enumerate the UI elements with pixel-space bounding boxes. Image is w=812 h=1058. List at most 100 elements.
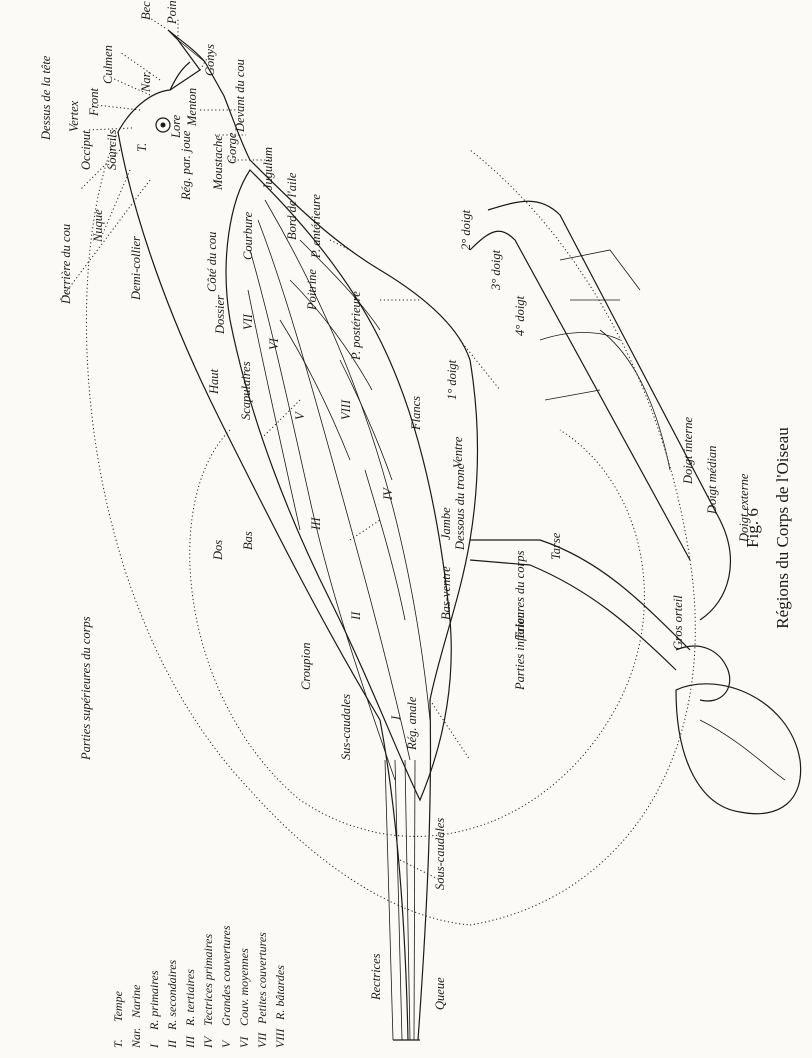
label-doigt-2: 2° doigt [459, 209, 473, 250]
label-dessous-du-tronc: Dessous du tronc [453, 463, 467, 551]
label-doigt-median: Doigt médian [705, 446, 719, 515]
legend-text: R. bâtardes [273, 965, 287, 1021]
label-rectrices: Rectrices [369, 953, 383, 1001]
label-pointe: Pointe [165, 0, 179, 25]
label-gorge: Gorge [225, 132, 239, 164]
label-haut: Haut [207, 368, 221, 395]
legend-key: VII [255, 1032, 269, 1048]
label-poitrine: Poitrine [305, 269, 319, 311]
label-remiges-batardes: VIII [339, 399, 353, 420]
label-remiges-tertiaires: III [309, 517, 323, 531]
legend-key: Nar. [129, 1028, 143, 1049]
branch [470, 201, 801, 813]
legend-item: IV Tectrices primaires [201, 934, 215, 1049]
legend-item: I R. primaires [147, 970, 161, 1049]
legend-text: Tectrices primaires [201, 934, 215, 1026]
leader-lines [60, 18, 500, 880]
legend-key: IV [201, 1035, 215, 1049]
label-courbure: Courbure [241, 211, 255, 260]
label-scapulaires: Scapulaires [239, 361, 253, 420]
label-gros-orteil: Gros orteil [671, 595, 685, 650]
legend-item: T. Tempe [111, 990, 125, 1048]
legend-key: II [165, 1039, 179, 1049]
label-gonys: Gonys [203, 44, 217, 76]
label-couv-moyennes: VI [267, 337, 281, 350]
label-reg-par-joue: Rég. par. joue [179, 130, 193, 201]
label-front: Front [87, 87, 101, 117]
label-flancs: Flancs [409, 396, 423, 431]
label-moustache: Moustache [211, 135, 225, 191]
label-nuque: Nuque [91, 209, 105, 243]
lower-parts-boundary [470, 150, 695, 925]
label-nar: Nar. [139, 71, 153, 93]
label-t: T. [135, 143, 149, 152]
label-doigt-externe: Doigt externe [737, 473, 751, 543]
label-menton: Menton [185, 88, 199, 127]
label-sous-caudales: Sous-caudales [433, 818, 447, 890]
label-doigt-3: 3° doigt [489, 249, 503, 291]
label-petites-couvertures: VII [241, 313, 255, 330]
label-parties-superieures: Parties supérieures du corps [79, 616, 93, 761]
legend-item: III R. tertiaires [183, 969, 197, 1049]
legend-item: VIII R. bâtardes [273, 965, 287, 1048]
legend-key: T. [111, 1039, 125, 1048]
region-labels: Bec Pointe Culmen Gonys Nar. Menton Deva… [39, 0, 751, 1010]
label-bas: Bas [241, 531, 255, 550]
label-grandes-couvertures: V [293, 411, 307, 420]
label-talon: Talon [513, 612, 527, 640]
legend-item: Nar. Narine [129, 984, 143, 1049]
label-bec: Bec [139, 1, 153, 20]
upper-parts-boundary [86, 132, 470, 925]
label-occiput: Occiput [79, 130, 93, 170]
legend-item: VII Petites couvertures [255, 932, 269, 1048]
legend-text: Narine [129, 984, 143, 1019]
legend-key: VI [237, 1036, 251, 1048]
legend-item: II R. secondaires [165, 959, 179, 1049]
legend-item: VI Couv. moyennes [237, 948, 251, 1048]
label-dessus-de-la-tete: Dessus de la tête [39, 55, 53, 141]
label-devant-du-cou: Devant du cou [233, 59, 247, 133]
label-sus-caudales: Sus-caudales [339, 694, 353, 760]
legend-text: Petites couvertures [255, 932, 269, 1025]
legend-key: I [147, 1043, 161, 1049]
label-tectrices-primaires: IV [381, 487, 395, 501]
label-remiges-primaires: I [389, 715, 403, 721]
legend-item: V Grandes couvertures [219, 925, 233, 1048]
legend-text: R. secondaires [165, 959, 179, 1031]
label-croupion: Croupion [299, 643, 313, 690]
legend-text: R. tertiaires [183, 969, 197, 1027]
label-doigt-1: 1° doigt [445, 359, 459, 400]
label-sourcils: Sourcils [105, 129, 119, 170]
label-vertex: Vertex [67, 100, 81, 132]
label-jambe: Jambe [439, 507, 453, 540]
legend-key: V [219, 1039, 233, 1048]
label-doigt-4: 4° doigt [513, 295, 527, 336]
legend-text: Couv. moyennes [237, 948, 251, 1026]
label-p-anterieure: P. antérieure [309, 194, 323, 259]
legend-text: Grandes couvertures [219, 925, 233, 1026]
label-culmen: Culmen [101, 45, 115, 84]
legend: T. Tempe Nar. Narine I R. primaires II R. se… [111, 925, 287, 1049]
label-cote-du-cou: Côté du cou [205, 232, 219, 292]
label-queue: Queue [433, 977, 447, 1010]
pupil [161, 123, 166, 128]
label-ventre: Ventre [451, 436, 465, 468]
legend-text: Tempe [111, 990, 125, 1022]
legend-key: VIII [273, 1028, 287, 1048]
label-dos: Dos [211, 540, 225, 561]
label-bas-ventre: Bas-ventre [439, 566, 453, 620]
label-demi-collier: Demi-collier [129, 236, 143, 301]
label-remiges-secondaires: II [349, 611, 363, 621]
label-jugulum: Jugulum [261, 147, 275, 190]
label-derriere-du-cou: Derrière du cou [59, 224, 73, 305]
label-bord-de-laile: Bord de l'aile [285, 172, 299, 240]
label-tarse: Tarse [549, 532, 563, 560]
label-p-posterieure: P. postérieure [349, 291, 363, 361]
legend-key: III [183, 1035, 197, 1049]
inner-body-ellipse [190, 430, 645, 836]
label-dossier: Dossier [213, 295, 227, 335]
figure-title: Régions du Corps de l'Oiseau [773, 427, 792, 629]
legend-text: R. primaires [147, 970, 161, 1031]
label-doigt-interne: Doigt interne [681, 417, 695, 485]
